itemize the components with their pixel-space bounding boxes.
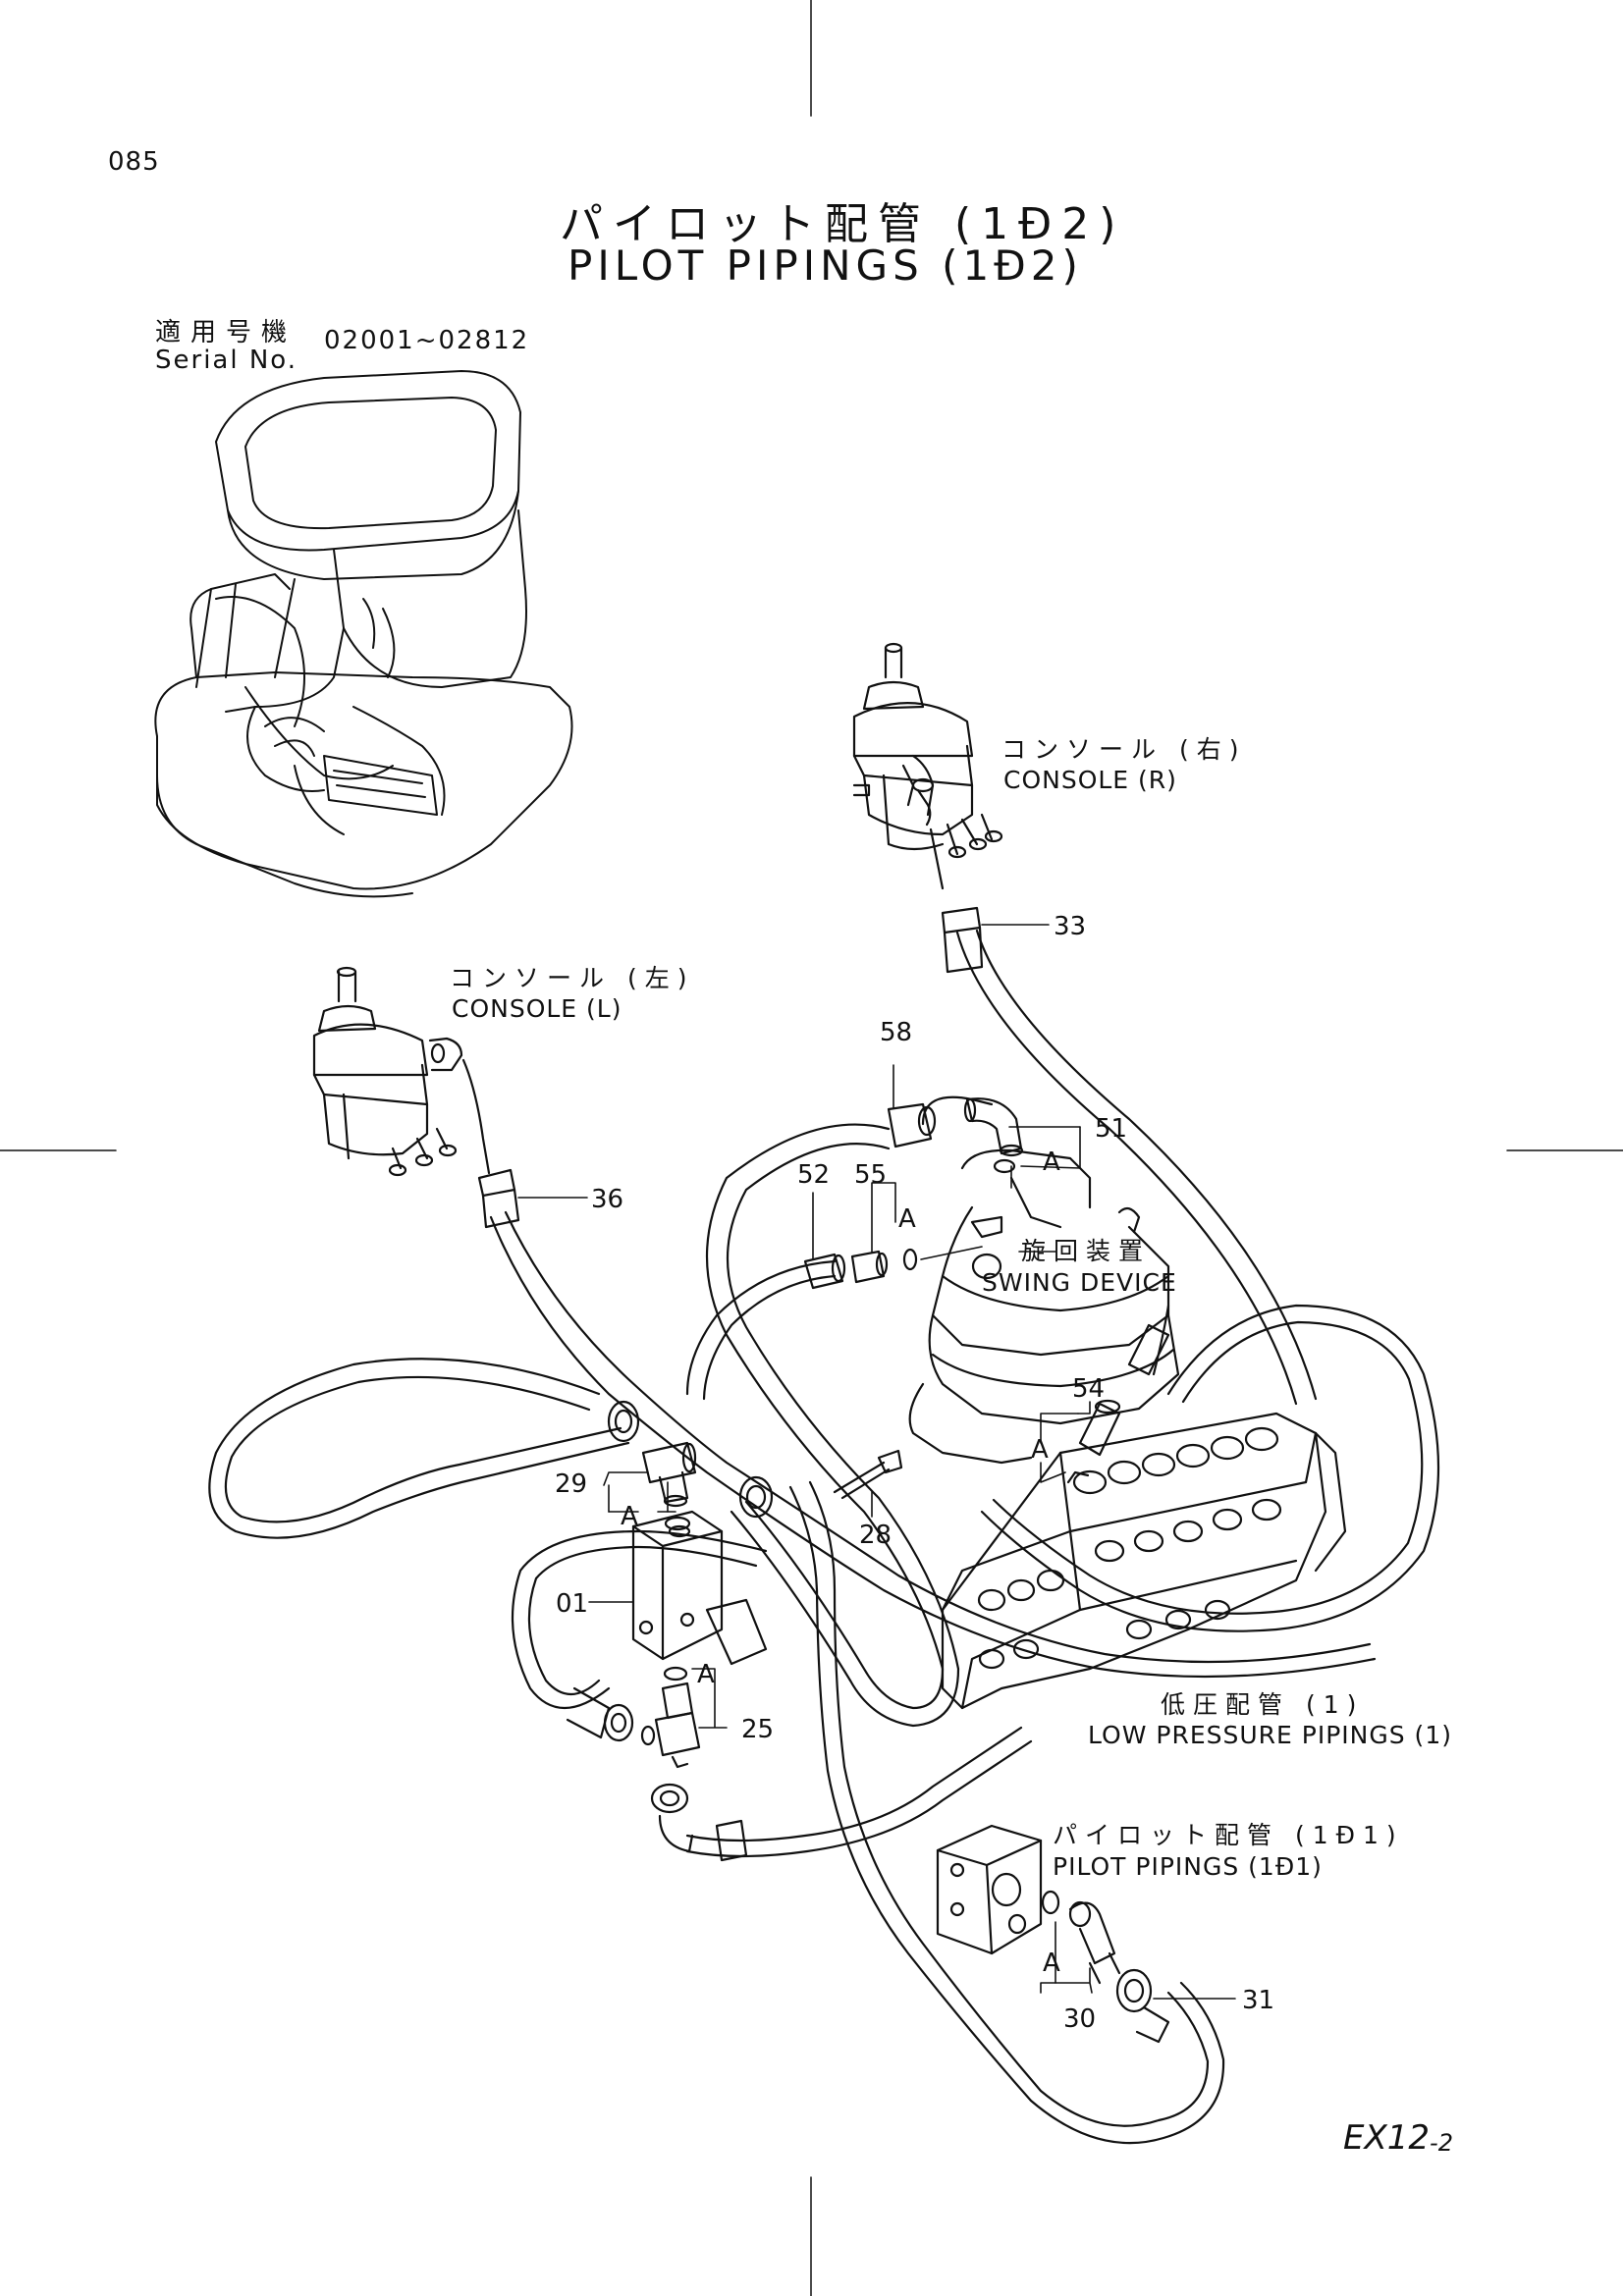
low-pressure-label-jp: 低圧配管 (1): [1161, 1690, 1364, 1719]
model-code: EX12-2: [1343, 2118, 1453, 2158]
console-l-label-jp: コンソール (左): [450, 964, 694, 992]
callout-52: 52: [797, 1160, 830, 1190]
callout-51: 51: [1095, 1114, 1127, 1144]
swing-device-illustration: [908, 1148, 1180, 1465]
detail-a-marker: A: [898, 1204, 916, 1234]
callout-25: 25: [741, 1715, 774, 1744]
detail-a-marker: A: [621, 1502, 638, 1531]
page-title-en: PILOT PIPINGS (1Ð2): [568, 241, 1083, 290]
console-l-illustration: [312, 966, 491, 1177]
serial-range: 02001~02812: [324, 326, 530, 355]
callout-31: 31: [1242, 1986, 1274, 2015]
machine-overview-illustration: [154, 370, 573, 898]
console-r-label-en: CONSOLE (R): [1003, 766, 1177, 794]
fittings: [477, 906, 1170, 2044]
console-l-label-en: CONSOLE (L): [452, 994, 622, 1023]
pilot-1d1-label-en: PILOT PIPINGS (1Ð1): [1053, 1852, 1323, 1881]
leader-lines: [517, 924, 1236, 2000]
pilot-1d1-label-jp: パイロット配管 (1Ð1): [1053, 1821, 1404, 1849]
detail-a-marker: A: [1043, 1949, 1060, 1978]
callout-36: 36: [591, 1185, 623, 1214]
callout-58: 58: [880, 1018, 912, 1047]
console-r-label-jp: コンソール (右): [1001, 735, 1246, 764]
swing-device-label-en: SWING DEVICE: [982, 1268, 1177, 1297]
detail-a-marker: A: [697, 1660, 715, 1689]
low-pressure-label-en: LOW PRESSURE PIPINGS (1): [1088, 1721, 1452, 1749]
pilot-block-1d1-illustration: [936, 1824, 1121, 1985]
diagram-labels: コンソール (右) CONSOLE (R) コンソール (左) CONSOLE …: [450, 735, 1452, 2034]
page-number: 085: [108, 147, 160, 177]
serial-label-jp: 適用号機: [155, 318, 298, 347]
detail-a-marker: A: [1031, 1435, 1049, 1465]
model-name: EX12: [1343, 2118, 1431, 2158]
callout-55: 55: [854, 1160, 887, 1190]
model-suffix: -2: [1430, 2129, 1453, 2157]
callout-28: 28: [859, 1521, 892, 1550]
callout-30: 30: [1063, 2004, 1096, 2034]
callout-01: 01: [556, 1589, 588, 1619]
callout-54: 54: [1072, 1374, 1105, 1404]
callout-29: 29: [555, 1469, 587, 1499]
console-r-illustration: [852, 642, 1003, 890]
detail-a-marker: A: [1043, 1148, 1060, 1177]
serial-label-en: Serial No.: [155, 346, 298, 375]
callout-33: 33: [1054, 912, 1086, 941]
swing-device-label-jp: 旋回装置: [1021, 1237, 1151, 1265]
hose-routing: [208, 929, 1440, 2145]
control-valve-illustration: [941, 1412, 1347, 1710]
page-title-jp: パイロット配管 (1Ð2): [560, 199, 1126, 249]
